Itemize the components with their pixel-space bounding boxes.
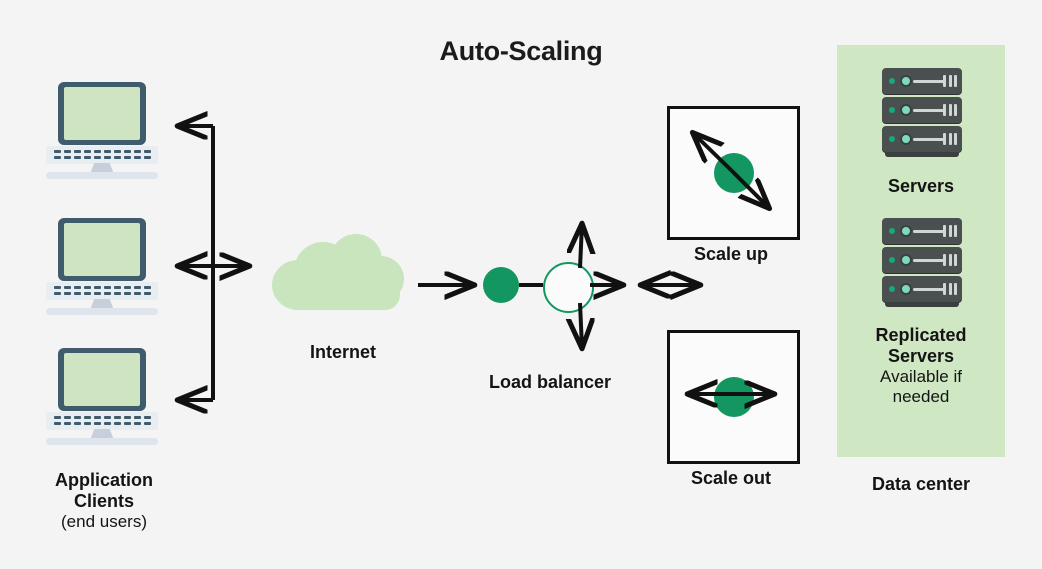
server-stack-icon	[882, 68, 962, 157]
server-knob-icon	[900, 75, 912, 87]
server-bar	[913, 230, 946, 233]
server-bar	[913, 80, 946, 83]
scale-out-label: Scale out	[690, 468, 772, 488]
scale-up-node	[714, 153, 754, 193]
laptop-screen	[64, 223, 140, 276]
server-unit	[882, 126, 962, 152]
server-shadow	[885, 152, 959, 157]
server-bar	[913, 138, 946, 141]
open-circle-node	[543, 262, 594, 313]
server-unit	[882, 68, 962, 94]
laptop-base	[46, 438, 158, 445]
server-knob-icon	[900, 133, 912, 145]
scale-out-box	[667, 330, 800, 464]
server-unit	[882, 247, 962, 273]
clients-label-line2: Clients	[73, 491, 134, 511]
server-bar	[913, 259, 946, 262]
servers-label: Servers	[887, 176, 955, 196]
server-knob-icon	[900, 225, 912, 237]
laptop-lid	[58, 82, 146, 145]
laptop-lid	[58, 218, 146, 281]
laptop-lid	[58, 348, 146, 411]
replicated-servers-note-line2: needed	[892, 387, 950, 406]
clients-label-line1: Application	[55, 470, 153, 490]
scale-up-box	[667, 106, 800, 240]
server-led-icon	[889, 107, 895, 113]
laptop-stand	[90, 429, 114, 440]
cloud-icon	[272, 232, 407, 310]
replicated-servers-note-line1: Available if	[880, 367, 962, 386]
clients-label-line3: (end users)	[61, 512, 147, 531]
scale-out-node	[714, 377, 754, 417]
server-led-icon	[889, 228, 895, 234]
server-unit	[882, 97, 962, 123]
laptop-icon	[46, 218, 158, 315]
server-stack-icon	[882, 218, 962, 307]
laptop-screen	[64, 87, 140, 140]
laptop-stand	[90, 299, 114, 310]
server-led-icon	[889, 136, 895, 142]
server-unit	[882, 218, 962, 244]
filled-circle-node	[483, 267, 519, 303]
server-led-icon	[889, 78, 895, 84]
laptop-keyboard	[46, 412, 158, 430]
laptop-icon	[46, 82, 158, 179]
laptop-screen	[64, 353, 140, 406]
laptop-icon	[46, 348, 158, 445]
server-bar	[913, 288, 946, 291]
clients-label: Application Clients (end users)	[4, 470, 204, 532]
replicated-servers-line2: Servers	[887, 346, 955, 366]
server-knob-icon	[900, 254, 912, 266]
server-bar	[913, 109, 946, 112]
server-knob-icon	[900, 283, 912, 295]
laptop-keyboard	[46, 282, 158, 300]
internet-label: Internet	[309, 342, 376, 362]
laptop-keyboard	[46, 146, 158, 164]
replicated-servers-label: Replicated Servers Available if needed	[837, 325, 1005, 407]
server-led-icon	[889, 286, 895, 292]
laptop-stand	[90, 163, 114, 174]
server-led-icon	[889, 257, 895, 263]
replicated-servers-line1: Replicated	[875, 325, 967, 345]
laptop-base	[46, 172, 158, 179]
server-knob-icon	[900, 104, 912, 116]
laptop-base	[46, 308, 158, 315]
scale-up-label: Scale up	[693, 244, 769, 264]
page-title: Auto-Scaling	[439, 36, 603, 66]
server-shadow	[885, 302, 959, 307]
data-center-label: Data center	[871, 474, 971, 494]
load-balancer-label: Load balancer	[488, 372, 612, 392]
server-unit	[882, 276, 962, 302]
